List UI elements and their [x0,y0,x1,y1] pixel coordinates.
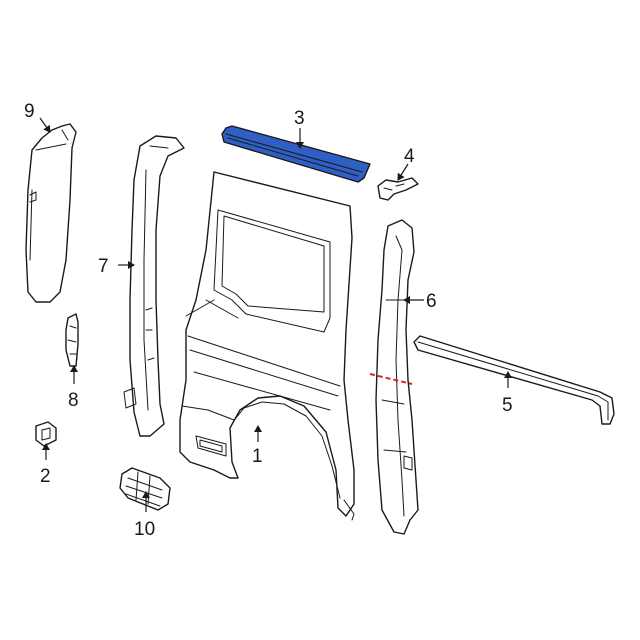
part-6-c-pillar[interactable] [375,219,419,535]
callout-7: 7 [98,256,109,277]
cut-line [369,373,413,385]
part-7-b-pillar[interactable] [123,135,185,437]
callout-4: 4 [404,146,415,167]
callout-8: 8 [68,390,79,411]
callout-2: 2 [40,466,51,487]
callout-5: 5 [502,395,513,416]
part-1-side-panel[interactable] [179,171,355,521]
part-9-pillar-trim[interactable] [25,123,77,303]
callout-9: 9 [24,101,35,122]
callout-6: 6 [426,291,437,312]
part-5-rail[interactable] [413,335,615,425]
callout-labels: 9 3 4 7 6 5 8 1 2 10 [24,101,513,540]
part-4-clip[interactable] [377,177,419,201]
leader-lines [39,117,512,512]
part-8-bracket[interactable] [65,313,79,367]
part-3-roof-rail[interactable] [221,125,371,183]
callout-1: 1 [252,446,263,467]
callout-10: 10 [134,519,155,540]
callout-3: 3 [294,108,305,129]
part-10-vent-grille[interactable] [119,467,171,511]
part-2-plate[interactable] [35,421,57,447]
